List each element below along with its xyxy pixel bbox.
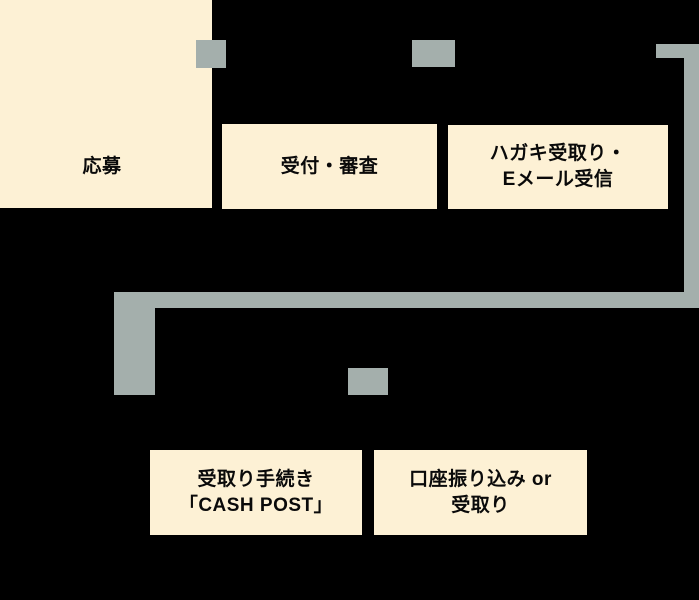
step-2-line-1: 受付・審査	[280, 155, 379, 177]
elbow-rail-down-to-step4-icon	[114, 292, 155, 395]
step-5-line-2: 受取り	[451, 494, 510, 516]
return-rail-horizontal-icon	[114, 292, 699, 308]
step-4-line-2: 「CASH POST」	[178, 494, 334, 516]
process-step-kouza-furikomi[interactable]: 口座振り込み or 受取り	[374, 450, 587, 535]
process-step-uketsuke-shinsa[interactable]: 受付・審査	[222, 124, 437, 209]
step-3-line-1: ハガキ受取り・	[489, 143, 627, 165]
elbow-step3-down-segment-icon	[684, 44, 699, 293]
step-3-line-2: Eメール受信	[502, 169, 614, 190]
process-step-hagaki-email[interactable]: ハガキ受取り・ Eメール受信	[448, 125, 668, 209]
step-5-line-1: 口座振り込み or	[409, 468, 552, 490]
arrow-step2-to-step3-icon	[412, 40, 455, 67]
step-4-line-1: 受取り手続き	[197, 468, 315, 490]
step-1-line-1: 応募	[82, 156, 122, 178]
arrow-step1-to-step2-icon	[196, 40, 226, 68]
arrow-step4-to-step5-icon	[348, 368, 388, 395]
process-step-oubo[interactable]: 応募	[0, 0, 212, 208]
process-step-cash-post[interactable]: 受取り手続き 「CASH POST」	[150, 450, 362, 535]
